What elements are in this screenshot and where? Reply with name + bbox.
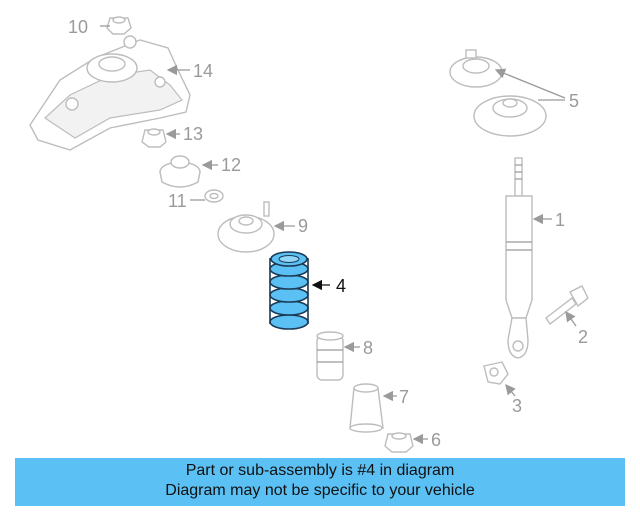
dust-boot-part-7[interactable] [349, 383, 384, 433]
callout-6: 6 [431, 430, 441, 450]
callout-12: 12 [221, 155, 241, 175]
nut-part-13[interactable] [141, 128, 167, 148]
callout-9: 9 [298, 216, 308, 236]
nut-part-10[interactable] [106, 16, 132, 35]
shock-absorber-part-1[interactable] [505, 157, 533, 359]
callout-13: 13 [183, 124, 203, 144]
callout-3: 3 [512, 396, 522, 416]
callout-5: 5 [569, 91, 579, 111]
bolt-part-2[interactable] [545, 285, 589, 326]
callout-14: 14 [193, 61, 213, 81]
banner-line-2: Diagram may not be specific to your vehi… [165, 482, 475, 499]
upper-spring-seat-part-9[interactable] [217, 201, 275, 253]
callout-4: 4 [336, 276, 346, 296]
callout-1: 1 [555, 210, 565, 230]
nut-part-3[interactable] [483, 361, 509, 385]
bearing-part-12[interactable] [159, 155, 201, 188]
callout-leaders [100, 25, 577, 445]
callout-11: 11 [168, 191, 187, 211]
nut-part-6[interactable] [384, 432, 414, 453]
callout-labels: 10 14 13 12 11 9 4 8 7 6 5 1 2 3 [68, 17, 588, 450]
callout-7: 7 [399, 387, 409, 407]
bump-stop-part-8[interactable] [316, 331, 344, 381]
banner-line-1: Part or sub-assembly is #4 in diagram [185, 462, 455, 479]
washer-part-11[interactable] [204, 189, 224, 203]
coil-spring-part-4[interactable] [269, 251, 309, 330]
strut-mount-plate-part[interactable] [29, 35, 191, 151]
callout-8: 8 [363, 338, 373, 358]
upper-mount-part-5[interactable] [449, 49, 547, 137]
callout-2: 2 [578, 327, 588, 347]
callout-10: 10 [68, 17, 88, 37]
info-banner: Part or sub-assembly is #4 in diagram Di… [15, 458, 625, 506]
